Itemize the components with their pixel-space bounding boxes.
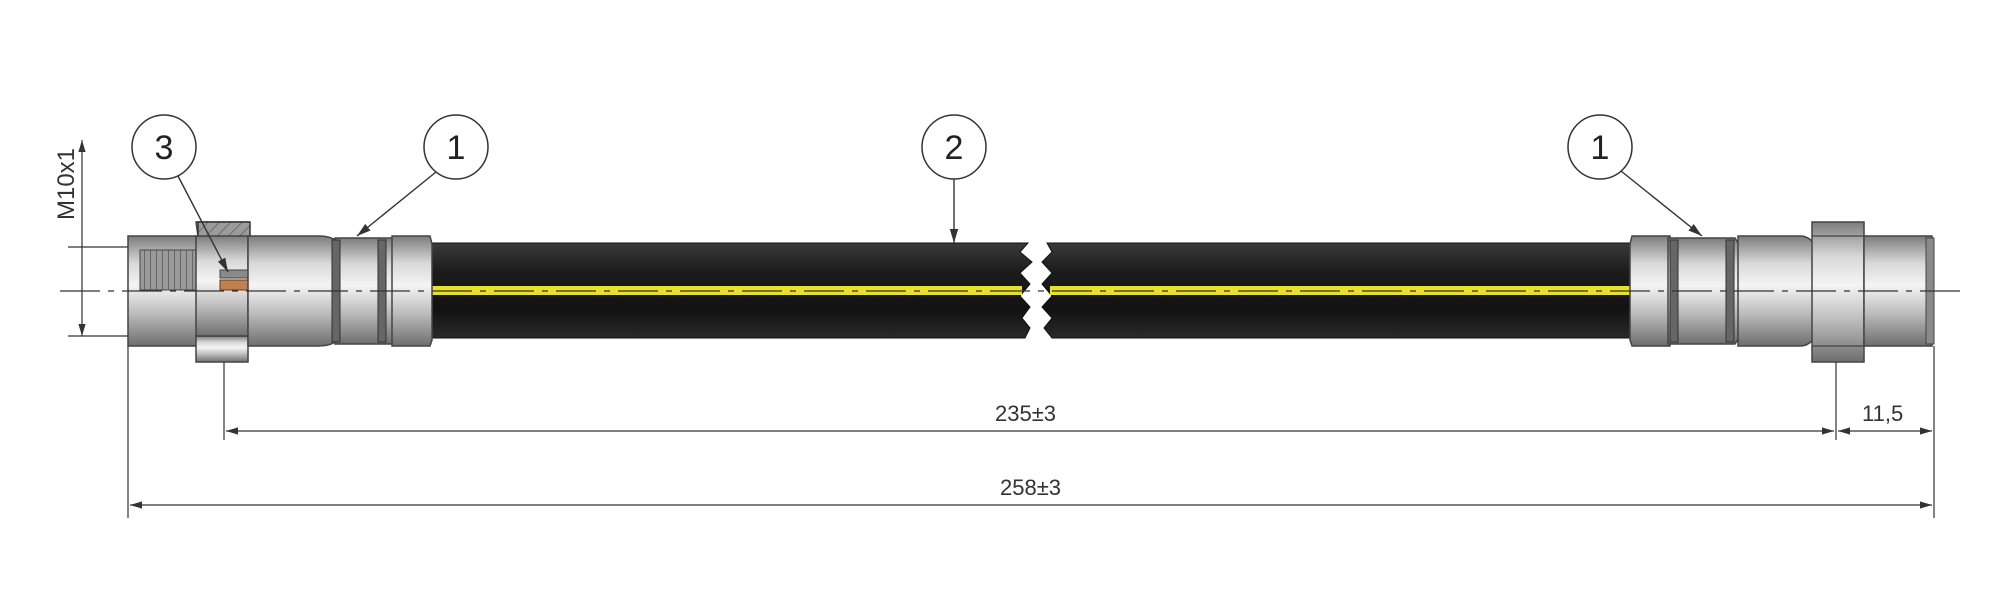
hose-stripe-left (430, 286, 1022, 295)
length-dimensions: 235±3 11,5 258±3 (127, 346, 1935, 518)
length-end-label: 11,5 (1862, 401, 1903, 426)
callout-1-right-number: 1 (1591, 129, 1610, 167)
callout-1-right: 1 (1567, 114, 1703, 237)
right-fitting (1629, 221, 1935, 363)
right-hex-nut (1811, 221, 1865, 363)
right-ferrule-groove-2 (1725, 239, 1735, 343)
callout-2: 2 (921, 114, 987, 243)
callout-1-left-number: 1 (447, 129, 466, 167)
callout-3: 3 (131, 114, 229, 273)
hose-stripe-right (1050, 286, 1635, 295)
brake-hose (429, 242, 1636, 339)
length-total-label: 258±3 (1000, 475, 1061, 500)
left-thread-bore (139, 249, 201, 291)
thread-dimension: M10x1 (53, 140, 128, 337)
thread-size-label: M10x1 (53, 148, 80, 220)
length-inner-label: 235±3 (995, 401, 1056, 426)
callout-3-number: 3 (155, 129, 174, 167)
left-ferrule-end (391, 235, 433, 347)
callout-1-left: 1 (356, 114, 489, 237)
left-fitting (127, 221, 433, 363)
callout-2-number: 2 (945, 129, 964, 167)
right-ferrule-start (1629, 235, 1671, 347)
left-nut-lower (195, 335, 249, 363)
